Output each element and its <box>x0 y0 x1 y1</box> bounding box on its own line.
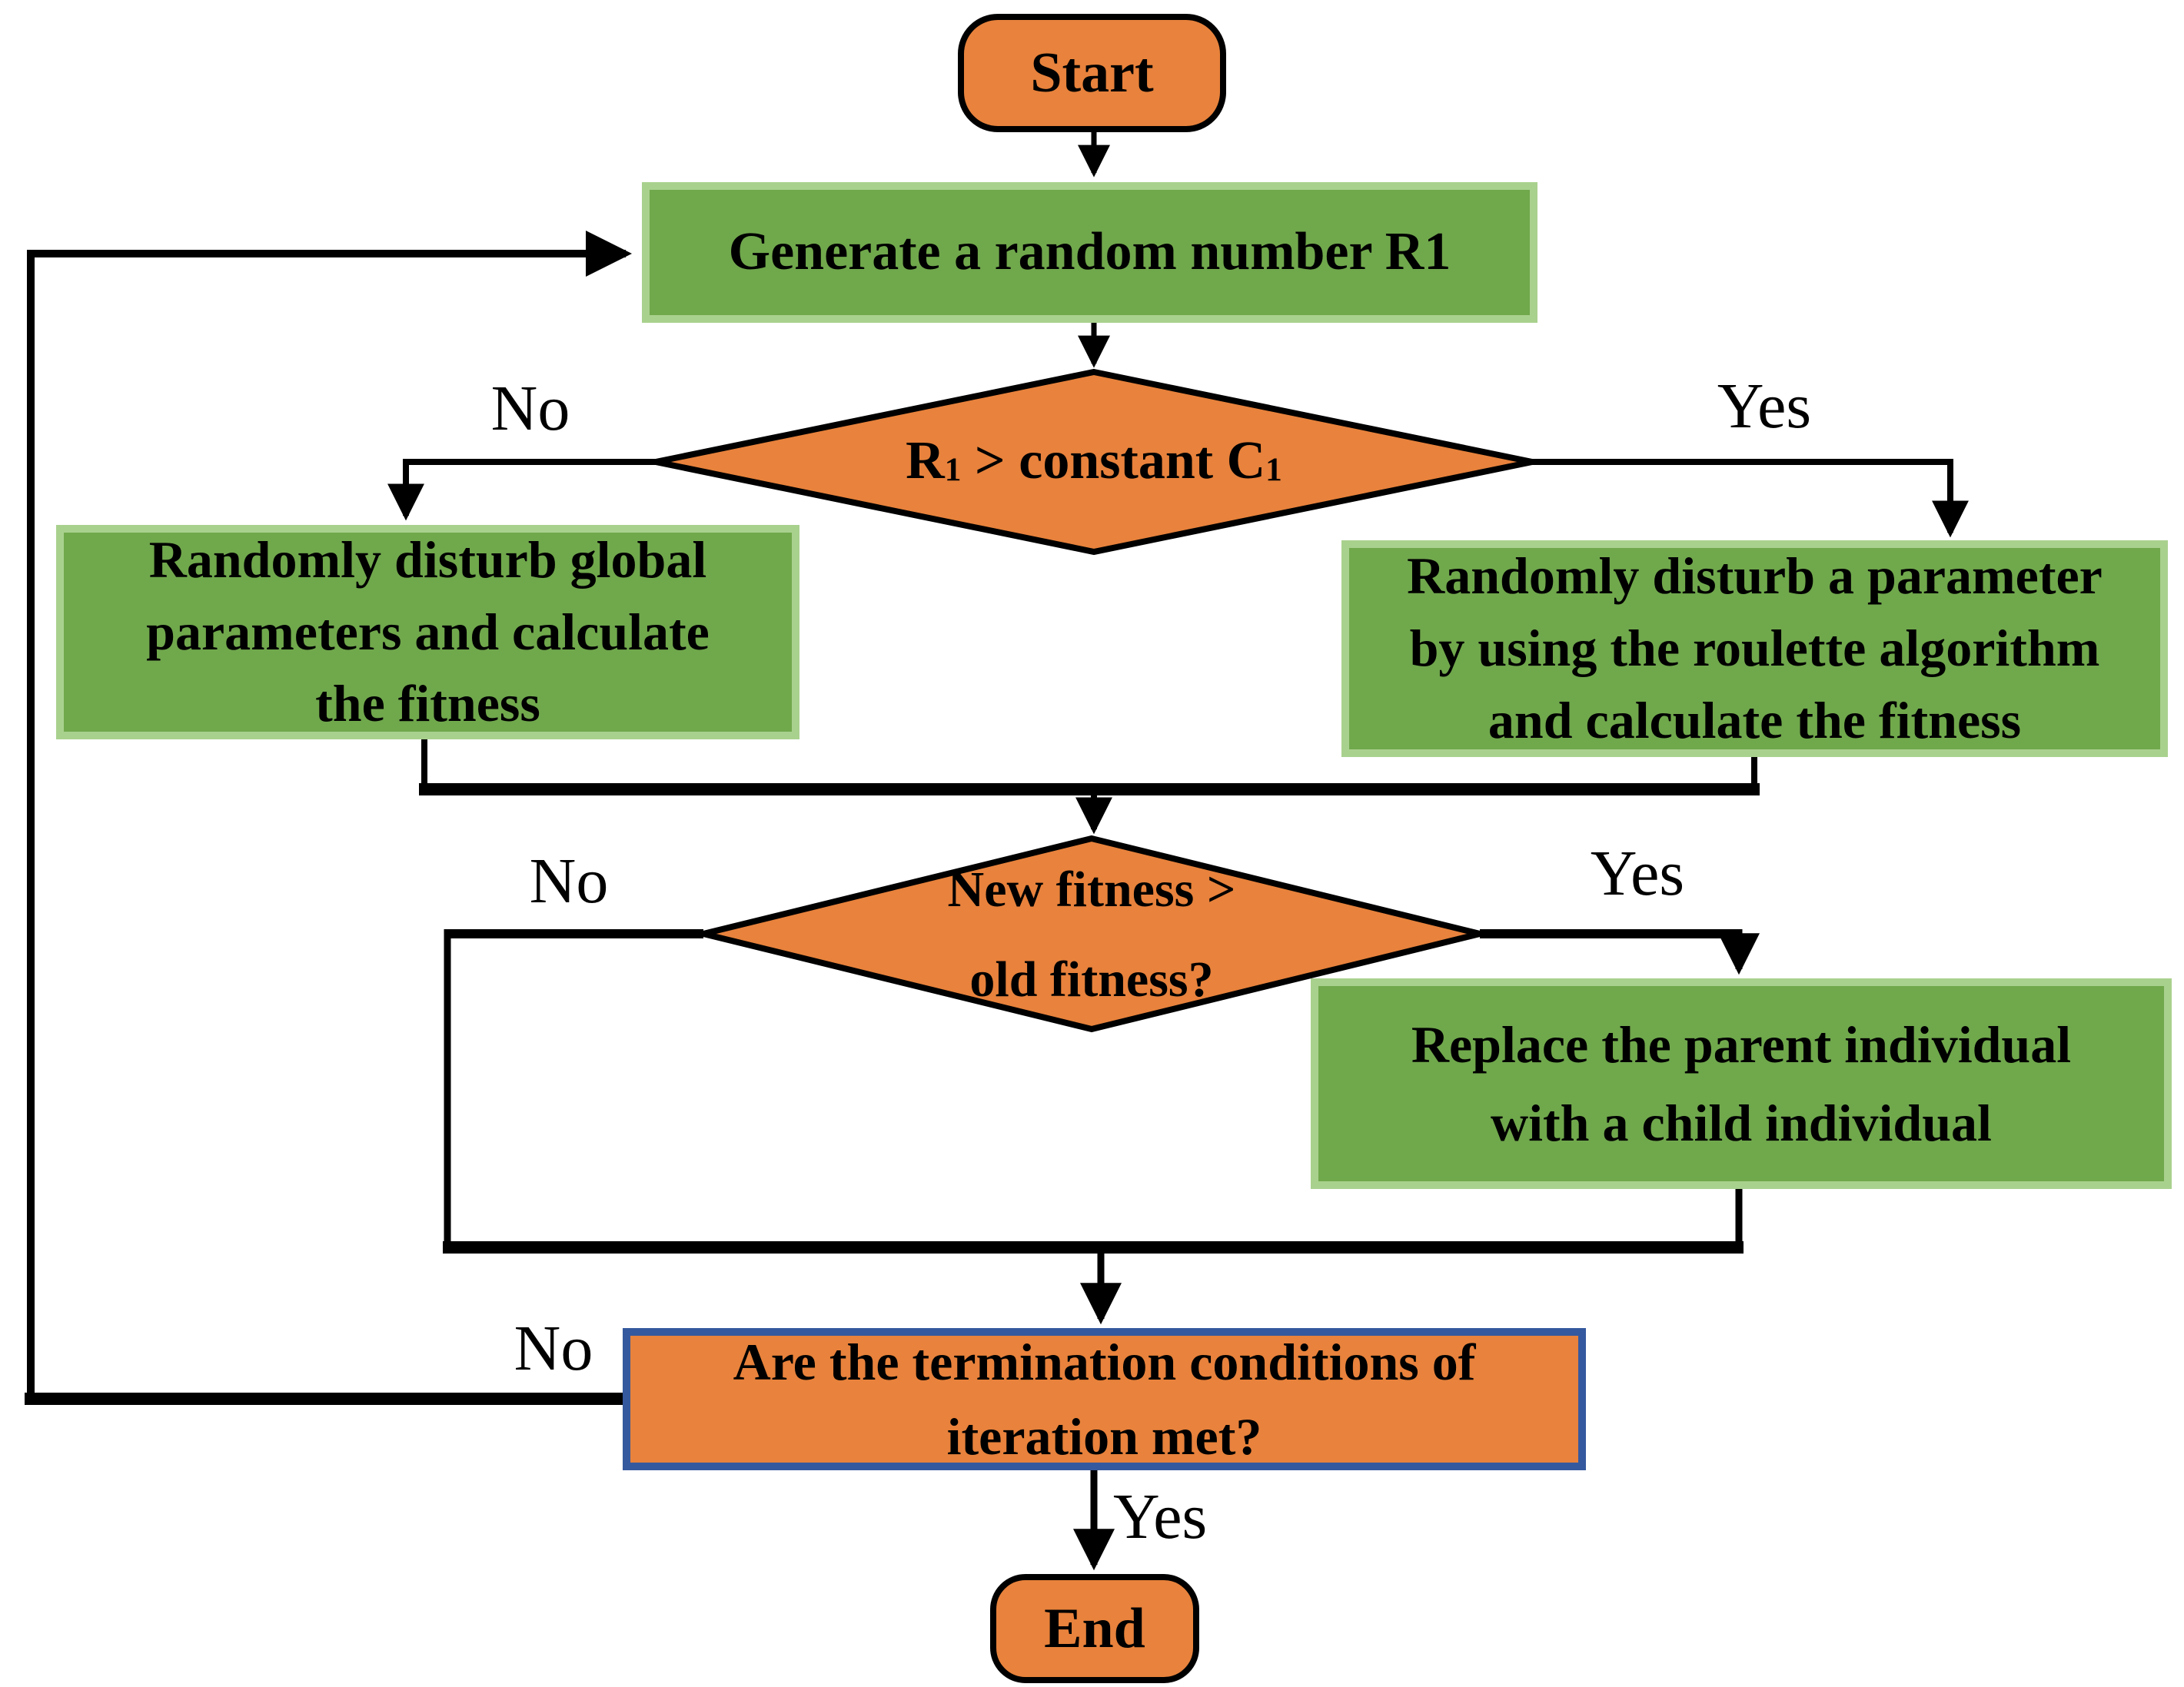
end-node: End <box>990 1574 1199 1683</box>
generate-label: Generate a random number R1 <box>728 222 1451 282</box>
decision1-diamond <box>655 368 1533 556</box>
end-label: End <box>1044 1596 1145 1660</box>
disturb-parameter-line3: and calculate the fitness <box>1488 690 2022 749</box>
termination-condition-box: Are the termination conditions of iterat… <box>623 1328 1586 1470</box>
start-node: Start <box>958 14 1226 132</box>
decision1-r: R <box>906 431 945 490</box>
decision1-no-label: No <box>490 373 570 444</box>
decision2-diamond <box>703 835 1481 1033</box>
decision2-line2: old fitness? <box>969 951 1214 1008</box>
arrow-decision1-yes <box>1531 459 1969 538</box>
replace-parent-box: Replace the parent individual with a chi… <box>1311 978 2172 1189</box>
replace-line2: with a child individual <box>1491 1094 1992 1152</box>
disturb-global-box: Randomly disturb global parameters and c… <box>56 525 799 739</box>
decision2-yes-label: Yes <box>1590 838 1685 909</box>
decision1-operator: > constant C <box>961 431 1266 490</box>
decision1-yes-label: Yes <box>1717 370 1812 442</box>
disturb-parameter-line2: by using the roulette algorithm <box>1409 619 2100 678</box>
decision2-no-label: No <box>529 845 609 917</box>
decision1-c-subscript: 1 <box>1265 451 1282 489</box>
decision1-r-subscript: 1 <box>944 451 962 489</box>
arrow-decision1-no <box>387 459 657 521</box>
decision2-text: New fitness > old fitness? <box>784 844 1399 1025</box>
decision1-formula: R1 > constant C1 <box>906 430 1282 492</box>
decision1-text: R1 > constant C1 <box>786 400 1401 523</box>
termination-line2: iteration met? <box>946 1406 1262 1466</box>
generate-random-number-box: Generate a random number R1 <box>642 182 1537 323</box>
disturb-global-line2: parameters and calculate <box>146 602 710 661</box>
disturb-parameter-box: Randomly disturb a parameter by using th… <box>1341 540 2168 757</box>
termination-yes-label: Yes <box>1113 1481 1208 1553</box>
replace-line1: Replace the parent individual <box>1411 1015 2072 1074</box>
disturb-parameter-line1: Randomly disturb a parameter <box>1407 546 2103 606</box>
disturb-global-line1: Randomly disturb global <box>148 530 707 589</box>
decision2-line1: New fitness > <box>947 861 1236 918</box>
disturb-global-line3: the fitness <box>315 674 540 733</box>
termination-no-label: No <box>514 1313 593 1384</box>
termination-line1: Are the termination conditions of <box>733 1332 1476 1391</box>
start-label: Start <box>1030 41 1154 105</box>
